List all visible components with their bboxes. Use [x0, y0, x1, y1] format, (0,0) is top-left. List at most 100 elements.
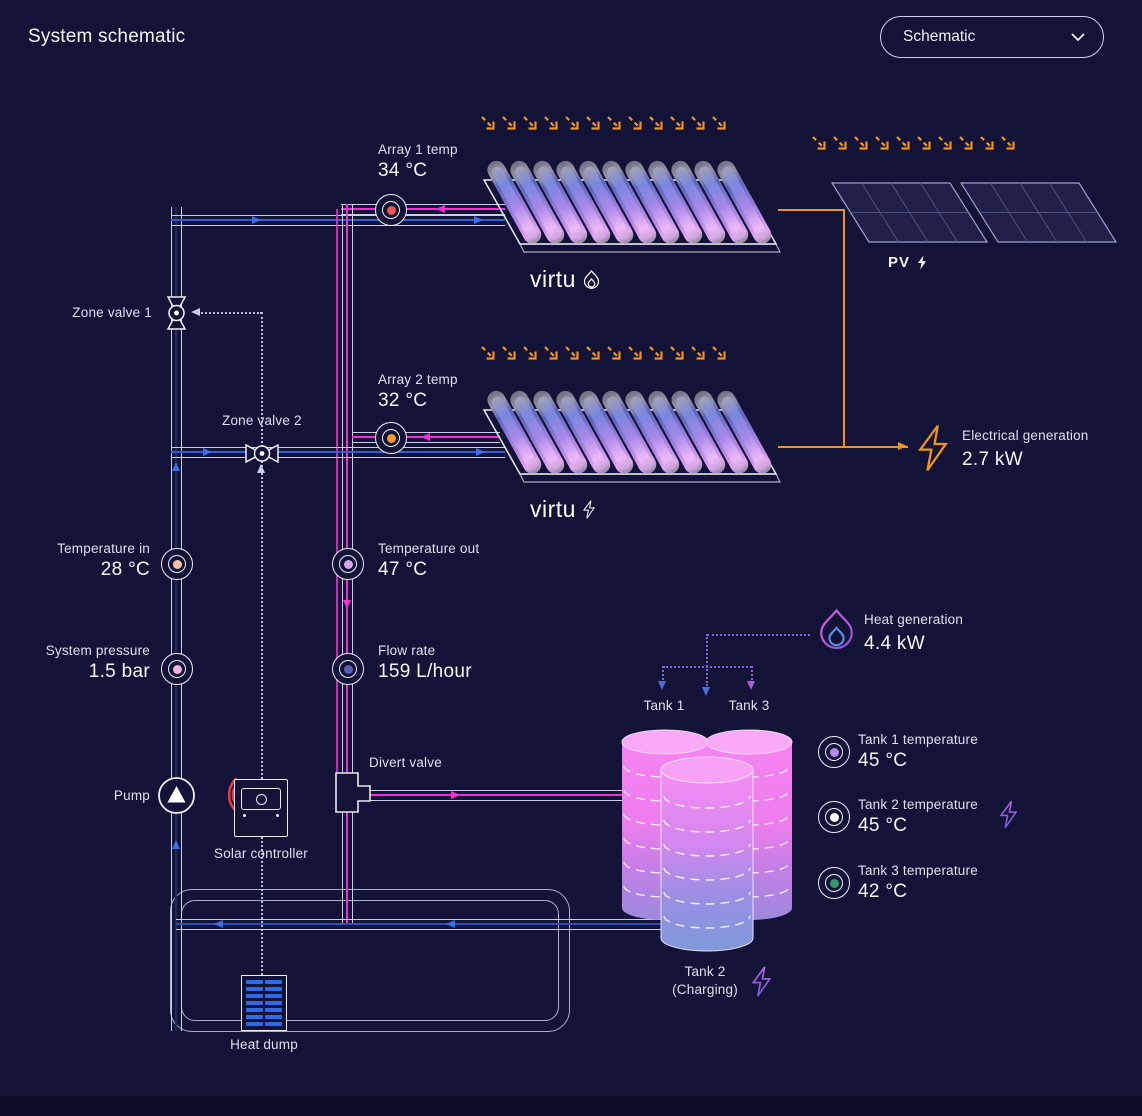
array2-brand: virtu [530, 496, 576, 522]
page-title: System schematic [28, 26, 186, 47]
tank1-temperature-value: 45 °C [858, 750, 908, 771]
pipe-hot-accent-line [336, 209, 338, 795]
bolt-icon [918, 255, 927, 270]
array2-temp-label: Array 2 temp [378, 372, 458, 387]
heat-generation-value: 4.4 kW [864, 633, 925, 654]
electrical-generation-label: Electrical generation [962, 428, 1089, 443]
tank2-temperature-label: Tank 2 temperature [858, 797, 978, 812]
heat-gen-line [662, 666, 664, 680]
tank2-temperature-sensor [818, 801, 850, 833]
temperature-out-value: 47 °C [378, 559, 428, 580]
electrical-generation-value: 2.7 kW [962, 449, 1023, 470]
flow-arrow-up [172, 840, 180, 849]
temperature-in-sensor [161, 548, 193, 580]
collector-array1 [482, 157, 781, 253]
heat-generation-label: Heat generation [864, 612, 964, 627]
controller-knob [255, 793, 267, 805]
flow-arrow-up [172, 462, 180, 471]
heat-dump-label: Heat dump [230, 1037, 298, 1052]
heat-gen-arrow [658, 681, 666, 690]
flame-icon [583, 269, 600, 289]
divert-valve-label: Divert valve [369, 755, 442, 770]
footer-strip [0, 1096, 1142, 1116]
temperature-out-sensor [332, 548, 364, 580]
tank3-temperature-value: 42 °C [858, 881, 908, 902]
system-pressure-label: System pressure [45, 643, 150, 658]
pv-label: PV [888, 254, 911, 271]
solar-controller [234, 779, 288, 837]
controller-screw [243, 814, 246, 817]
control-arrow [257, 464, 265, 473]
system-pressure-sensor [161, 653, 193, 685]
view-dropdown-value: Schematic [903, 28, 976, 45]
pv-panels [830, 182, 1118, 243]
flow-arrow-right [203, 448, 212, 456]
electrical-wire [778, 446, 908, 448]
solar-controller-label: Solar controller [214, 846, 308, 861]
controller-screen [241, 788, 281, 810]
electrical-generation-bolt-icon [919, 424, 947, 472]
array2-temp-value: 32 °C [378, 390, 428, 411]
pv-label-row: PV [888, 254, 927, 271]
collector-array2 [482, 387, 781, 483]
array1-temp-value: 34 °C [378, 160, 428, 181]
flow-rate-label: Flow rate [378, 643, 436, 658]
flow-arrow-left [214, 920, 223, 928]
control-line [261, 837, 263, 975]
array1-brand-row: virtu [530, 266, 600, 293]
flow-arrow-left [421, 433, 430, 441]
pipe-divert-to-tanks [364, 790, 700, 801]
heat-gen-arrow [702, 687, 710, 696]
flow-arrow-left [446, 920, 455, 928]
pump-label: Pump [113, 788, 150, 803]
chevron-down-icon [1071, 33, 1085, 41]
sun-rays-array2 [480, 345, 726, 360]
tank3-temperature-sensor [818, 867, 850, 899]
flow-rate-sensor [332, 653, 364, 685]
heat-dump-loop-outer [170, 889, 570, 1032]
flow-arrow-right [252, 216, 261, 224]
array1-temp-label: Array 1 temp [378, 142, 458, 157]
flow-arrow-right [476, 448, 485, 456]
heat-gen-line [706, 634, 708, 686]
flow-arrow-left [436, 205, 445, 213]
electrical-arrow [898, 442, 907, 450]
pipe-array1-hot [341, 204, 505, 215]
array1-temp-sensor [375, 194, 407, 226]
sun-rays-pv [811, 135, 1015, 150]
temperature-in-value: 28 °C [100, 559, 150, 580]
flow-rate-value: 159 L/hour [378, 661, 472, 682]
system-pressure-value: 1.5 bar [88, 661, 150, 682]
flow-arrow-right [451, 791, 460, 799]
pipe-array2-cold [171, 447, 505, 458]
tank2-temperature-value: 45 °C [858, 815, 908, 836]
array1-brand: virtu [530, 266, 576, 292]
flow-arrow-right [474, 216, 483, 224]
heat-generation-flame-icon [820, 609, 853, 650]
pipe-tank-return [176, 919, 700, 930]
charging-bolt-icon [752, 966, 771, 997]
pv-wire [778, 209, 844, 211]
tank1-temperature-label: Tank 1 temperature [858, 732, 978, 747]
tank2-label: Tank 2 [684, 964, 726, 979]
tank3-temperature-label: Tank 3 temperature [858, 863, 978, 878]
pipe-left-riser [171, 207, 182, 1031]
divert-valve [335, 772, 371, 813]
heat-gen-line [663, 666, 752, 668]
pipe-array1-cold [171, 215, 505, 226]
control-line [261, 312, 263, 779]
controller-screw [276, 814, 279, 817]
flow-arrow-down [343, 600, 351, 609]
view-dropdown[interactable]: Schematic [880, 16, 1104, 58]
bolt-icon [583, 500, 595, 519]
tank1-label: Tank 1 [643, 698, 685, 713]
zone-valve-2 [245, 443, 279, 464]
tank3-label: Tank 3 [728, 698, 770, 713]
tank2-sublabel: (Charging) [672, 982, 738, 997]
control-arrow [191, 308, 200, 316]
zone-valve-1 [166, 296, 187, 330]
control-line [198, 312, 262, 314]
zone-valve-1-label: Zone valve 1 [72, 305, 152, 320]
heat-gen-line [707, 634, 810, 636]
